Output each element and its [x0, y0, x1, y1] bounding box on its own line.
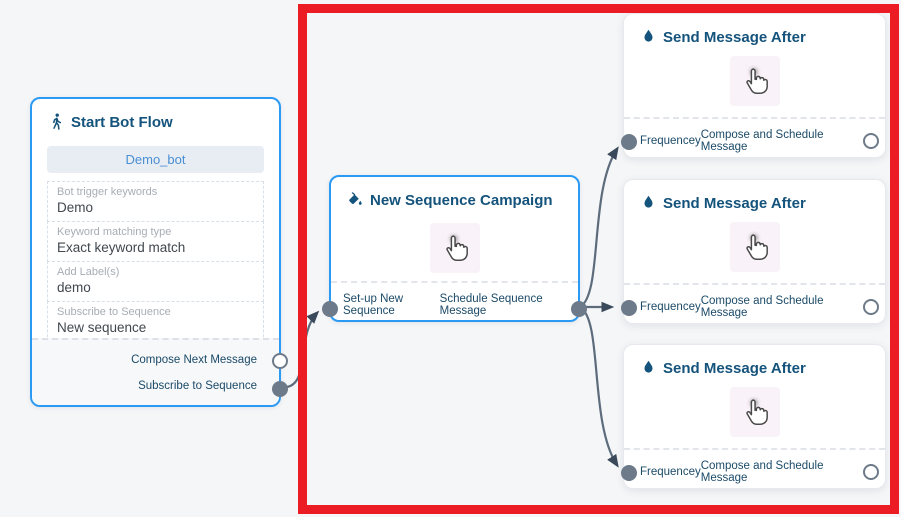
- field-bot-trigger-keywords[interactable]: Bot trigger keywords Demo: [47, 181, 264, 222]
- walking-person-icon: [48, 113, 64, 131]
- hand-cursor-icon[interactable]: [729, 56, 780, 106]
- field-label: Subscribe to Sequence: [57, 306, 171, 318]
- output-label-subscribe-to-sequence: Subscribe to Sequence: [138, 380, 257, 392]
- input-port-frequencey[interactable]: [621, 134, 637, 150]
- input-port-set-up-new-sequence[interactable]: [322, 301, 338, 317]
- hand-cursor-icon[interactable]: [729, 222, 780, 272]
- node-title-text: New Sequence Campaign: [370, 191, 553, 209]
- field-subscribe-to-sequence[interactable]: Subscribe to Sequence New sequence: [47, 301, 264, 342]
- field-add-labels[interactable]: Add Label(s) demo: [47, 261, 264, 302]
- input-label-frequencey: Frequencey: [640, 300, 701, 313]
- output-port-compose-and-schedule[interactable]: [863, 132, 879, 149]
- output-port-schedule-sequence-message[interactable]: [571, 301, 587, 317]
- field-list: Bot trigger keywords Demo Keyword matchi…: [47, 181, 264, 342]
- node-footer: Frequencey Compose and Schedule Message: [624, 117, 885, 157]
- node-header: New Sequence Campaign: [331, 177, 578, 215]
- water-drop-icon: [640, 359, 656, 377]
- bot-name-button[interactable]: Demo_bot: [47, 146, 264, 173]
- edge-sequence-to-send1[interactable]: [578, 146, 619, 309]
- node-title-text: Send Message After: [663, 359, 806, 377]
- output-port-compose-and-schedule[interactable]: [863, 463, 879, 480]
- input-label-frequencey: Frequencey: [640, 465, 701, 478]
- field-value: Exact keyword match: [57, 240, 186, 255]
- field-value: Demo: [57, 200, 94, 215]
- fill-drip-icon: [347, 191, 363, 209]
- water-drop-icon: [640, 28, 656, 46]
- output-port-compose-and-schedule[interactable]: [863, 298, 879, 315]
- new-sequence-campaign-node[interactable]: New Sequence Campaign Set-up New Sequenc…: [322, 175, 587, 322]
- node-footer: Frequencey Compose and Schedule Message: [624, 283, 885, 323]
- node-header: Send Message After: [624, 345, 885, 383]
- field-label: Add Label(s): [57, 266, 120, 278]
- output-label-compose-and-schedule: Compose and Schedule Message: [700, 128, 824, 153]
- input-port-frequencey[interactable]: [621, 465, 637, 481]
- node-header: Send Message After: [624, 14, 885, 52]
- node-header: Start Bot Flow: [32, 99, 279, 137]
- output-port-subscribe-to-sequence[interactable]: [272, 381, 288, 397]
- field-value: New sequence: [57, 320, 147, 335]
- input-label-set-up-new-sequence: Set-up New Sequence: [343, 292, 404, 317]
- hand-cursor-icon[interactable]: [429, 223, 480, 273]
- send-message-after-node-1[interactable]: Send Message After Frequencey Compose an…: [621, 13, 886, 158]
- node-footer: Frequencey Compose and Schedule Message: [624, 448, 885, 488]
- send-message-after-node-3[interactable]: Send Message After Frequencey Compose an…: [621, 344, 886, 489]
- node-footer: Set-up New Sequence Schedule Sequence Me…: [331, 281, 578, 320]
- field-keyword-matching-type[interactable]: Keyword matching type Exact keyword matc…: [47, 221, 264, 262]
- input-label-frequencey: Frequencey: [640, 134, 701, 147]
- output-label-compose-and-schedule: Compose and Schedule Message: [700, 459, 824, 484]
- node-footer: Compose Next Message Subscribe to Sequen…: [32, 338, 279, 405]
- output-label-compose-and-schedule: Compose and Schedule Message: [700, 294, 824, 319]
- input-port-frequencey[interactable]: [621, 300, 637, 316]
- field-value: demo: [57, 280, 91, 295]
- water-drop-icon: [640, 194, 656, 212]
- send-message-after-node-2[interactable]: Send Message After Frequencey Compose an…: [621, 179, 886, 324]
- output-port-compose-next-message[interactable]: [272, 353, 288, 369]
- field-label: Keyword matching type: [57, 226, 172, 238]
- edge-start-to-sequence[interactable]: [279, 310, 320, 389]
- node-title-text: Start Bot Flow: [71, 113, 173, 131]
- output-label-compose-next-message: Compose Next Message: [131, 354, 257, 366]
- output-label-schedule-sequence-message: Schedule Sequence Message: [439, 292, 543, 317]
- hand-cursor-icon[interactable]: [729, 387, 780, 437]
- node-title-text: Send Message After: [663, 28, 806, 46]
- node-header: Send Message After: [624, 180, 885, 218]
- field-label: Bot trigger keywords: [57, 186, 158, 198]
- edge-sequence-to-send3[interactable]: [578, 305, 619, 468]
- start-bot-flow-node[interactable]: Start Bot Flow Demo_bot Bot trigger keyw…: [30, 97, 288, 407]
- node-title-text: Send Message After: [663, 194, 806, 212]
